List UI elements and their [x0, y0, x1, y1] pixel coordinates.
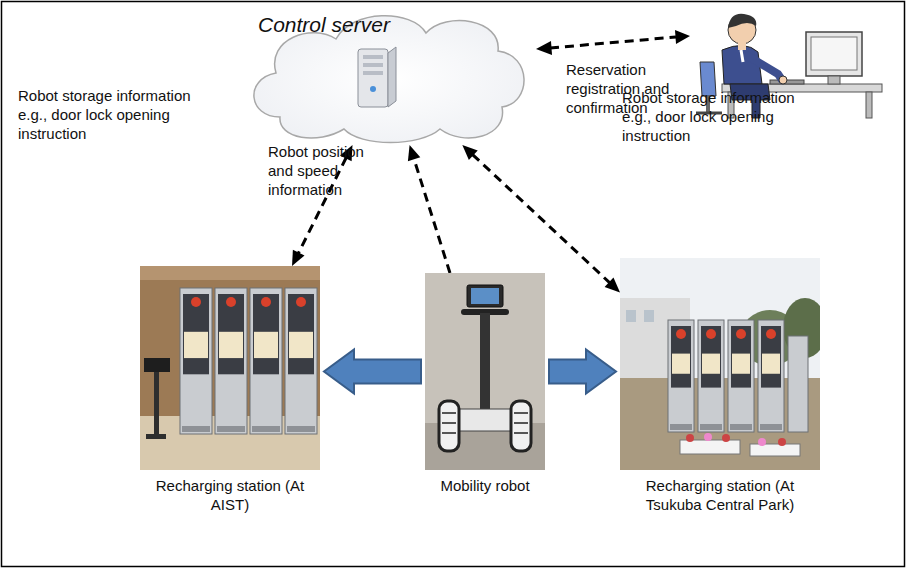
dashed-connector: [462, 145, 620, 292]
block-arrow: [549, 350, 616, 394]
station-photo: [140, 266, 320, 470]
block-arrow: [324, 350, 421, 394]
node-caption: Recharging station (At Tsukuba Central P…: [620, 476, 820, 514]
station-photo: [620, 258, 820, 470]
node-caption: Recharging station (At AIST): [155, 476, 305, 514]
cloud-node: Control server: [240, 5, 535, 145]
dashed-connector: [408, 145, 450, 273]
cloud-title: Control server: [258, 13, 390, 37]
robot-photo: [425, 273, 545, 470]
node-caption: Mobility robot: [425, 476, 545, 495]
recharging-station: Recharging station (At AIST): [140, 266, 320, 514]
annotation-label: Reservation registration and confirmatio…: [566, 60, 691, 117]
edge-label: Robot position and speed information: [268, 142, 393, 199]
reservation-connector: [536, 30, 690, 55]
recharging-station: Recharging station (At Tsukuba Central P…: [620, 258, 820, 514]
mobility-robot: Mobility robot: [425, 273, 545, 495]
edge-label: Robot storage information e.g., door loc…: [18, 86, 208, 143]
